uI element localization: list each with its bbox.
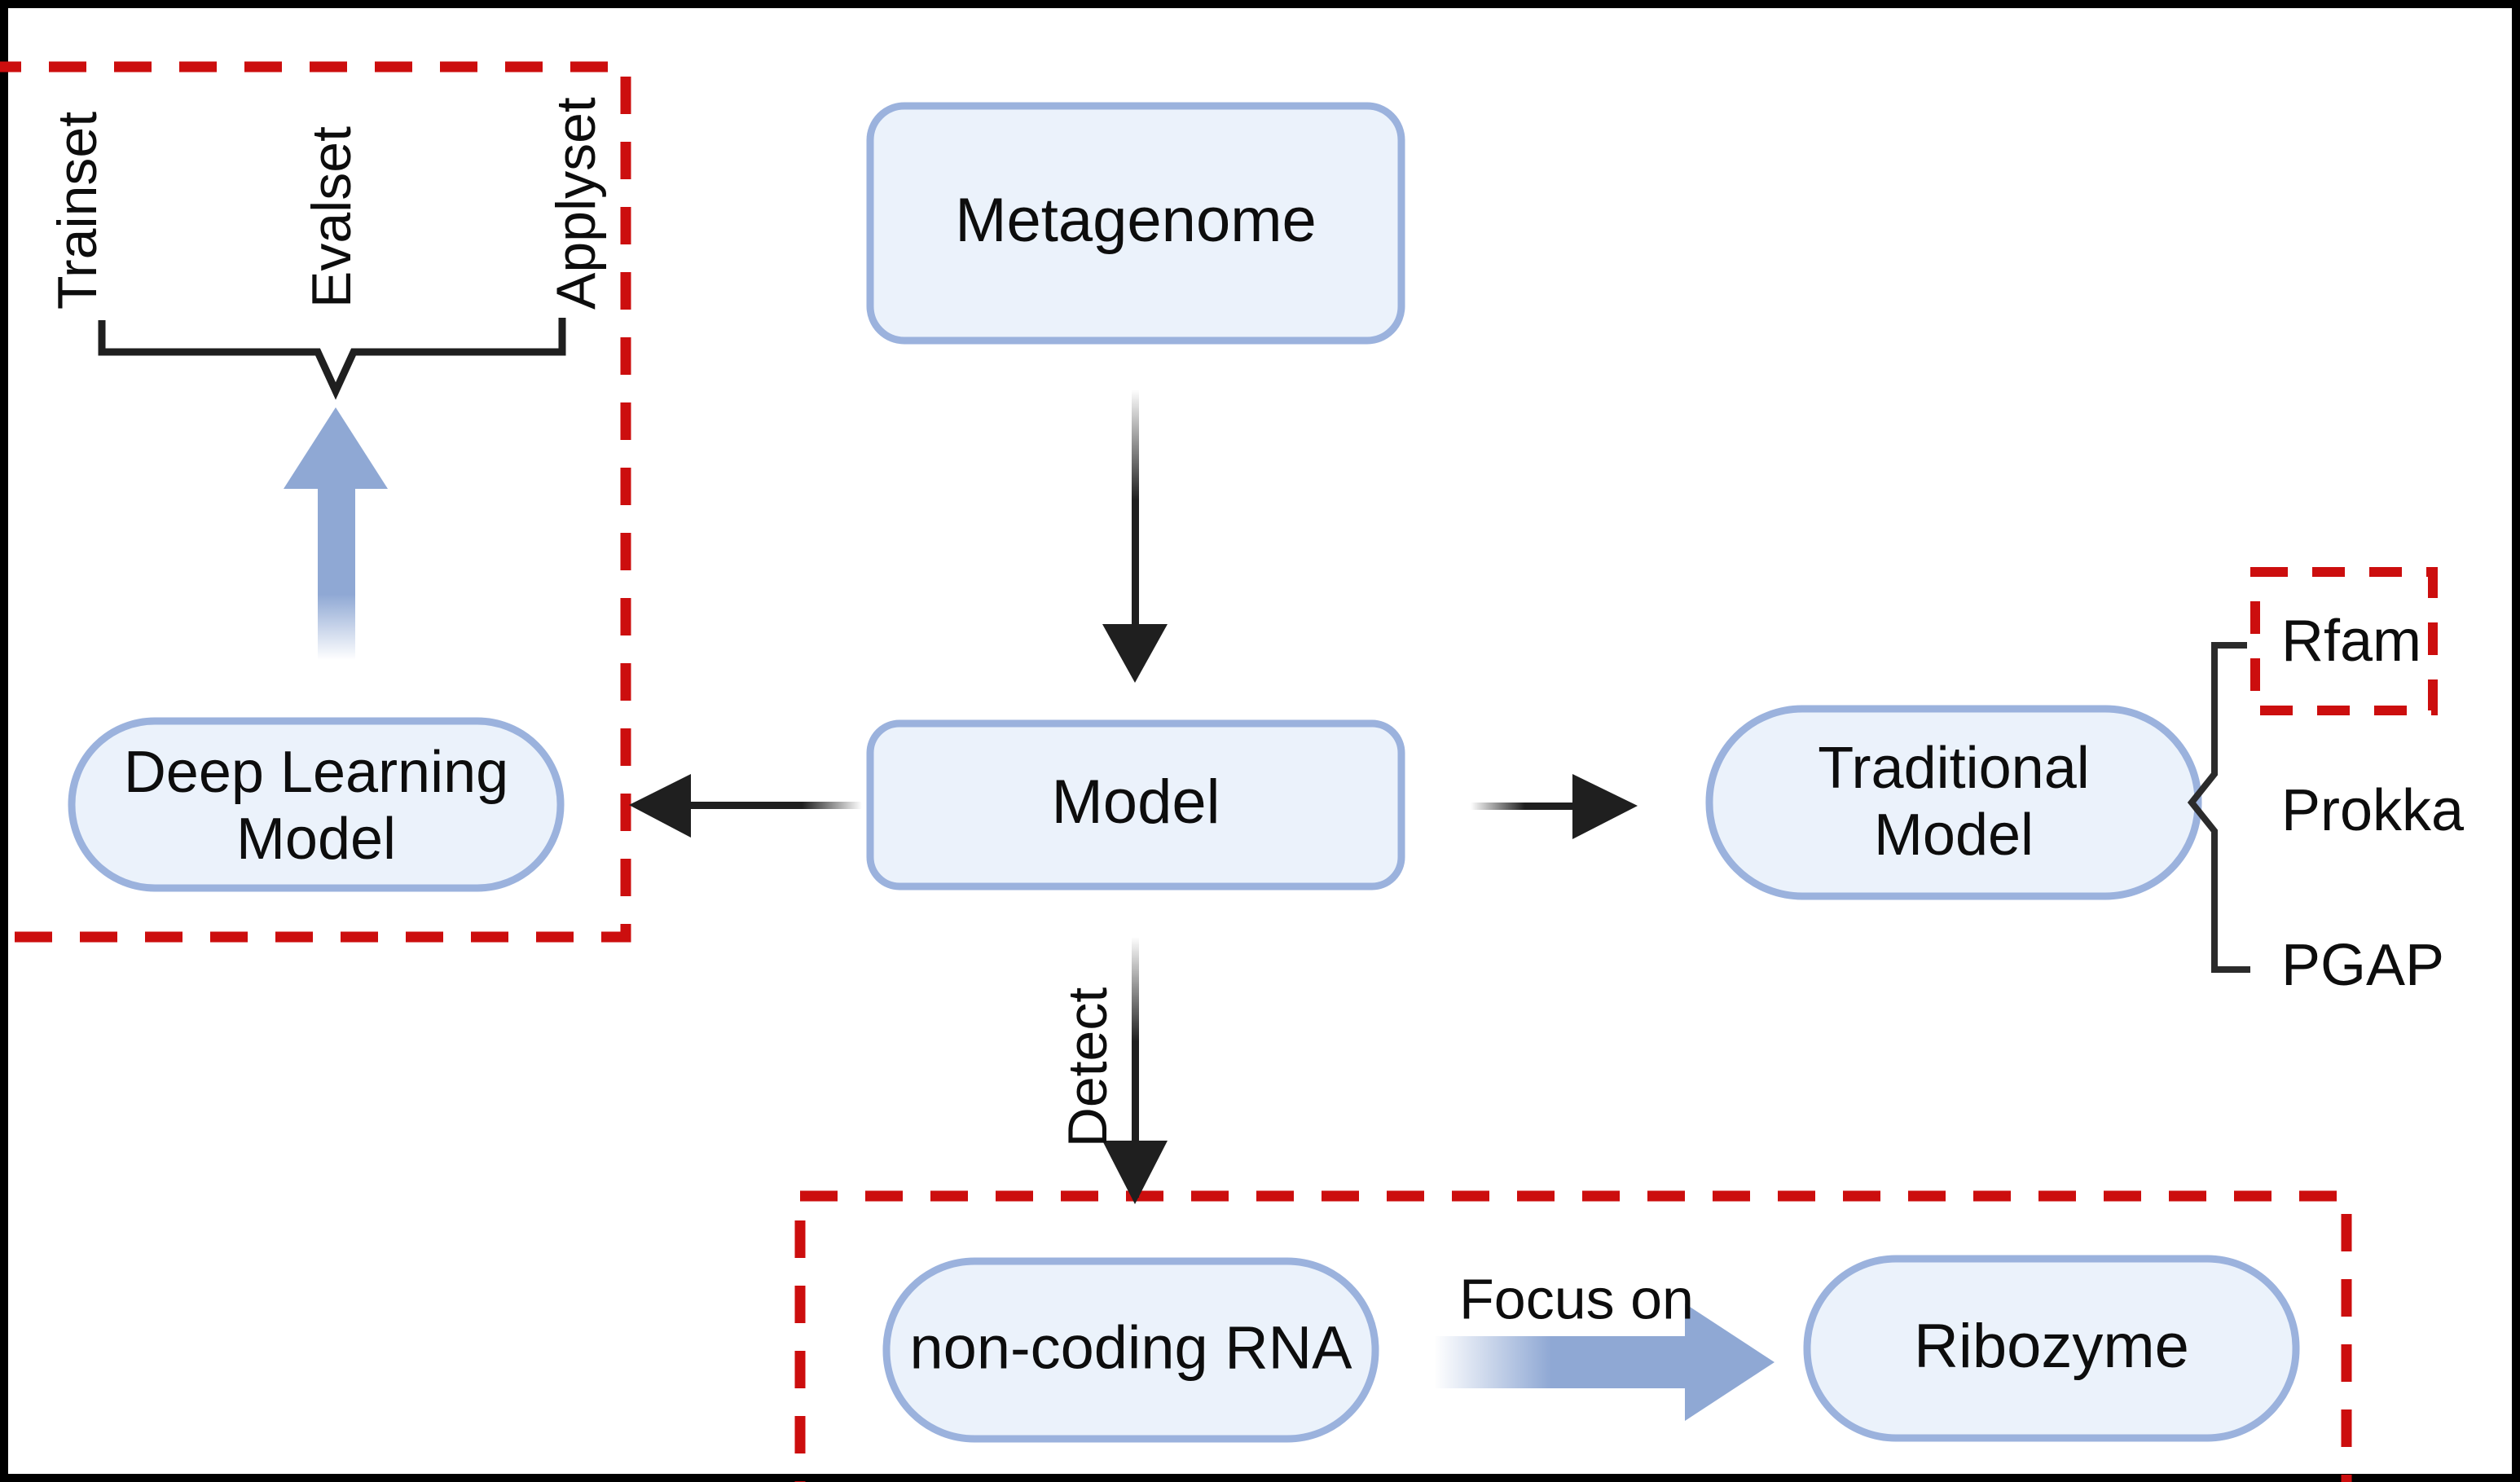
traditional-tools-brace <box>2187 642 2250 973</box>
node-model[interactable]: Model <box>866 719 1405 891</box>
ribozyme-label: Ribozyme <box>1914 1312 2189 1381</box>
tool-label-pgap: PGAP <box>2281 933 2444 998</box>
arrow-ncrna-to-ribozyme <box>1434 1304 1775 1421</box>
arrow-model-to-ncrna <box>1102 937 1168 1204</box>
arrow-model-to-deep-learning <box>629 774 862 838</box>
dataset-label-evalset: Evalset <box>301 126 363 308</box>
deep-learning-model-label-line1: Deep Learning <box>124 740 508 805</box>
deep-learning-highlight-region <box>0 61 631 943</box>
arrow-model-to-traditional <box>1471 774 1638 839</box>
arrow-metagenome-to-model <box>1102 389 1168 683</box>
edge-label-focus-on: Focus on <box>1459 1267 1694 1330</box>
node-non-coding-rna[interactable]: non-coding RNA <box>882 1257 1379 1443</box>
deep-learning-model-label-line2: Model <box>236 807 396 872</box>
dataset-label-trainset: Trainset <box>46 112 108 310</box>
tool-label-prokka: Prokka <box>2281 778 2465 843</box>
tool-label-rfam: Rfam <box>2281 609 2421 674</box>
arrow-deep-learning-to-splits <box>284 407 388 660</box>
traditional-model-label-line2: Model <box>1874 803 2034 868</box>
metagenome-label: Metagenome <box>955 186 1317 255</box>
model-label: Model <box>1052 767 1220 837</box>
ribozyme-highlight-region <box>794 1190 2352 1482</box>
dataset-split-bracket <box>98 318 566 400</box>
traditional-model-label-line1: Traditional <box>1818 736 2090 801</box>
node-ribozyme[interactable]: Ribozyme <box>1803 1255 2300 1442</box>
node-metagenome[interactable]: Metagenome <box>866 102 1405 345</box>
rfam-highlight-region <box>2250 567 2438 715</box>
node-traditional-model[interactable]: Traditional Model <box>1705 705 2202 900</box>
node-deep-learning-model[interactable]: Deep Learning Model <box>68 717 565 892</box>
edge-label-detect: Detect <box>1057 987 1119 1148</box>
dataset-label-applyset: Applyset <box>545 97 607 310</box>
non-coding-rna-label: non-coding RNA <box>910 1314 1353 1382</box>
